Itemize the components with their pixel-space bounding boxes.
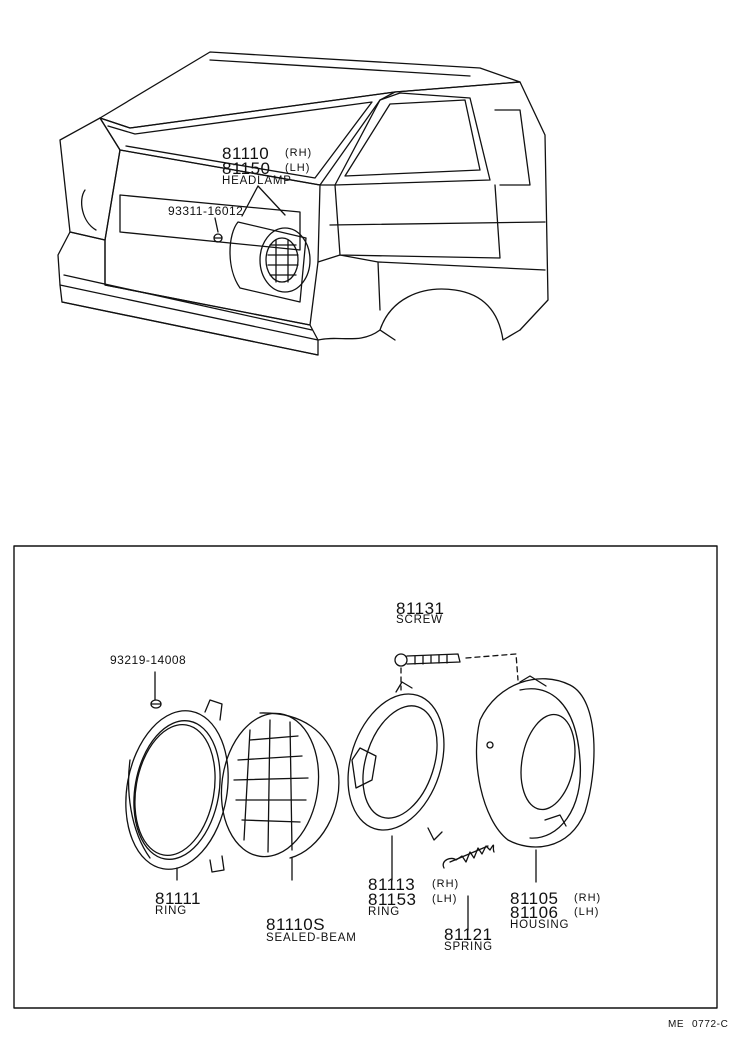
housing-name: HOUSING	[510, 919, 570, 931]
spring-part	[442, 844, 495, 931]
ring-inner-side-rh: (RH)	[432, 878, 460, 890]
reference-code-right: 0772-C	[692, 1019, 729, 1030]
screw-81131-pn: 81131	[396, 599, 445, 618]
bolt-93311-label: 93311-16012	[168, 204, 244, 218]
housing-part	[475, 675, 595, 883]
sealed-beam-name: SEALED-BEAM	[266, 932, 357, 944]
headlamp-name: HEADLAMP	[222, 175, 292, 187]
ring-inner-name: RING	[368, 906, 400, 918]
housing-pn-lh: 81106	[510, 903, 559, 922]
screw-93219-pn: 93219-14008	[110, 653, 187, 667]
spring-name: SPRING	[444, 941, 493, 953]
headlamp-side-lh: (LH)	[285, 162, 311, 174]
headlamp-side-rh: (RH)	[285, 147, 313, 159]
ring-inner-pn-lh: 81153	[368, 890, 417, 909]
exploded-view-frame	[13, 545, 718, 1009]
ring-inner-side-lh: (LH)	[432, 893, 458, 905]
sealed-beam-pn: 81110S	[266, 915, 326, 934]
reference-code-left: ME	[668, 1019, 685, 1030]
housing-side-rh: (RH)	[574, 892, 602, 904]
screw-81131	[394, 653, 519, 691]
headlamp-pn-rh: 81110	[222, 144, 270, 163]
ring-outer-part	[125, 699, 229, 881]
screw-93219	[150, 671, 162, 709]
vehicle-illustration	[57, 51, 549, 356]
ring-inner-pn-rh: 81113	[368, 875, 416, 894]
headlamp-pn-lh: 81150	[222, 159, 271, 178]
housing-side-lh: (LH)	[574, 906, 600, 918]
sealed-beam-part	[220, 712, 340, 881]
housing-pn-rh: 81105	[510, 889, 559, 908]
screw-81131-name: SCREW	[396, 614, 443, 626]
spring-pn: 81121	[444, 925, 493, 944]
ring-outer-pn: 81111	[155, 889, 201, 908]
ring-inner-part	[347, 681, 445, 881]
ring-outer-name: RING	[155, 905, 187, 917]
